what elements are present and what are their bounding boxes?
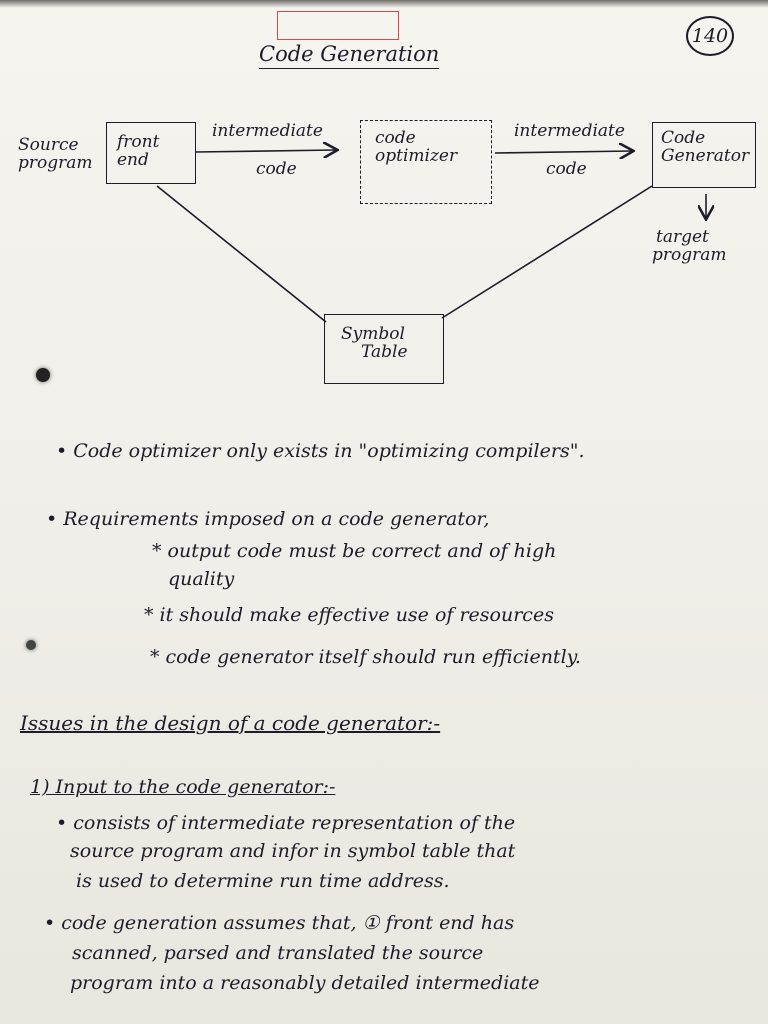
issues-heading: Issues in the design of a code generator… [20, 711, 441, 735]
paragraph1-line3: is used to determine run time address. [76, 870, 450, 892]
page-title: Code Generation [259, 42, 440, 69]
note-bullet-optimizer: • Code optimizer only exists in "optimiz… [56, 440, 585, 462]
paragraph2-line2: scanned, parsed and translated the sourc… [72, 942, 484, 964]
arrow1-bottom-label: code [256, 159, 297, 179]
target-program-label: target program [652, 228, 727, 264]
target-line1: target [656, 227, 709, 247]
front-end-box: front end [106, 122, 196, 184]
paragraph1-line2: source program and infor in symbol table… [70, 840, 516, 862]
paragraph2-line3: program into a reasonably detailed inter… [70, 972, 540, 994]
binder-hole [26, 640, 36, 650]
target-line2: program [652, 245, 727, 265]
code-generator-box: Code Generator [652, 122, 756, 188]
code-optimizer-box: code optimizer [360, 120, 492, 204]
page-number: 140 [686, 16, 734, 56]
paragraph1-line1: • consists of intermediate representatio… [56, 812, 516, 834]
arrow-optimizer-to-generator [494, 151, 632, 153]
subheading-input: 1) Input to the code generator:- [30, 776, 336, 798]
arrow2-top-label: intermediate [514, 121, 625, 141]
source-label-line2: program [18, 153, 93, 173]
symbol-table-line2: Table [361, 342, 408, 362]
line-generator-to-symbol-table [441, 185, 653, 319]
front-end-line1: front [117, 132, 160, 152]
note-bullet-requirements: • Requirements imposed on a code generat… [46, 508, 490, 530]
top-edge-shadow [0, 0, 768, 8]
arrow2-bottom-label: code [546, 159, 587, 179]
arrow-frontend-to-optimizer [194, 150, 336, 152]
requirement-3: * code generator itself should run effic… [150, 646, 581, 668]
symbol-table-box: Symbol Table [324, 314, 444, 384]
binder-hole [36, 368, 50, 382]
front-end-line2: end [117, 150, 149, 170]
source-label-line1: Source [18, 135, 79, 155]
generator-line2: Generator [661, 146, 750, 166]
source-program-label: Source program [18, 136, 93, 172]
paragraph2-line1: • code generation assumes that, ① front … [44, 912, 515, 934]
generator-line1: Code [661, 128, 706, 148]
optimizer-line1: code [375, 128, 416, 148]
highlight-rectangle [277, 11, 399, 40]
requirement-1-line1: * output code must be correct and of hig… [152, 540, 557, 562]
line-frontend-to-symbol-table [156, 185, 327, 323]
requirement-2: * it should make effective use of resour… [144, 604, 554, 626]
symbol-table-line1: Symbol [341, 324, 405, 344]
page-number-text: 140 [691, 25, 729, 47]
optimizer-line2: optimizer [375, 146, 458, 166]
arrow1-top-label: intermediate [212, 121, 323, 141]
requirement-1-line2: quality [168, 568, 235, 590]
